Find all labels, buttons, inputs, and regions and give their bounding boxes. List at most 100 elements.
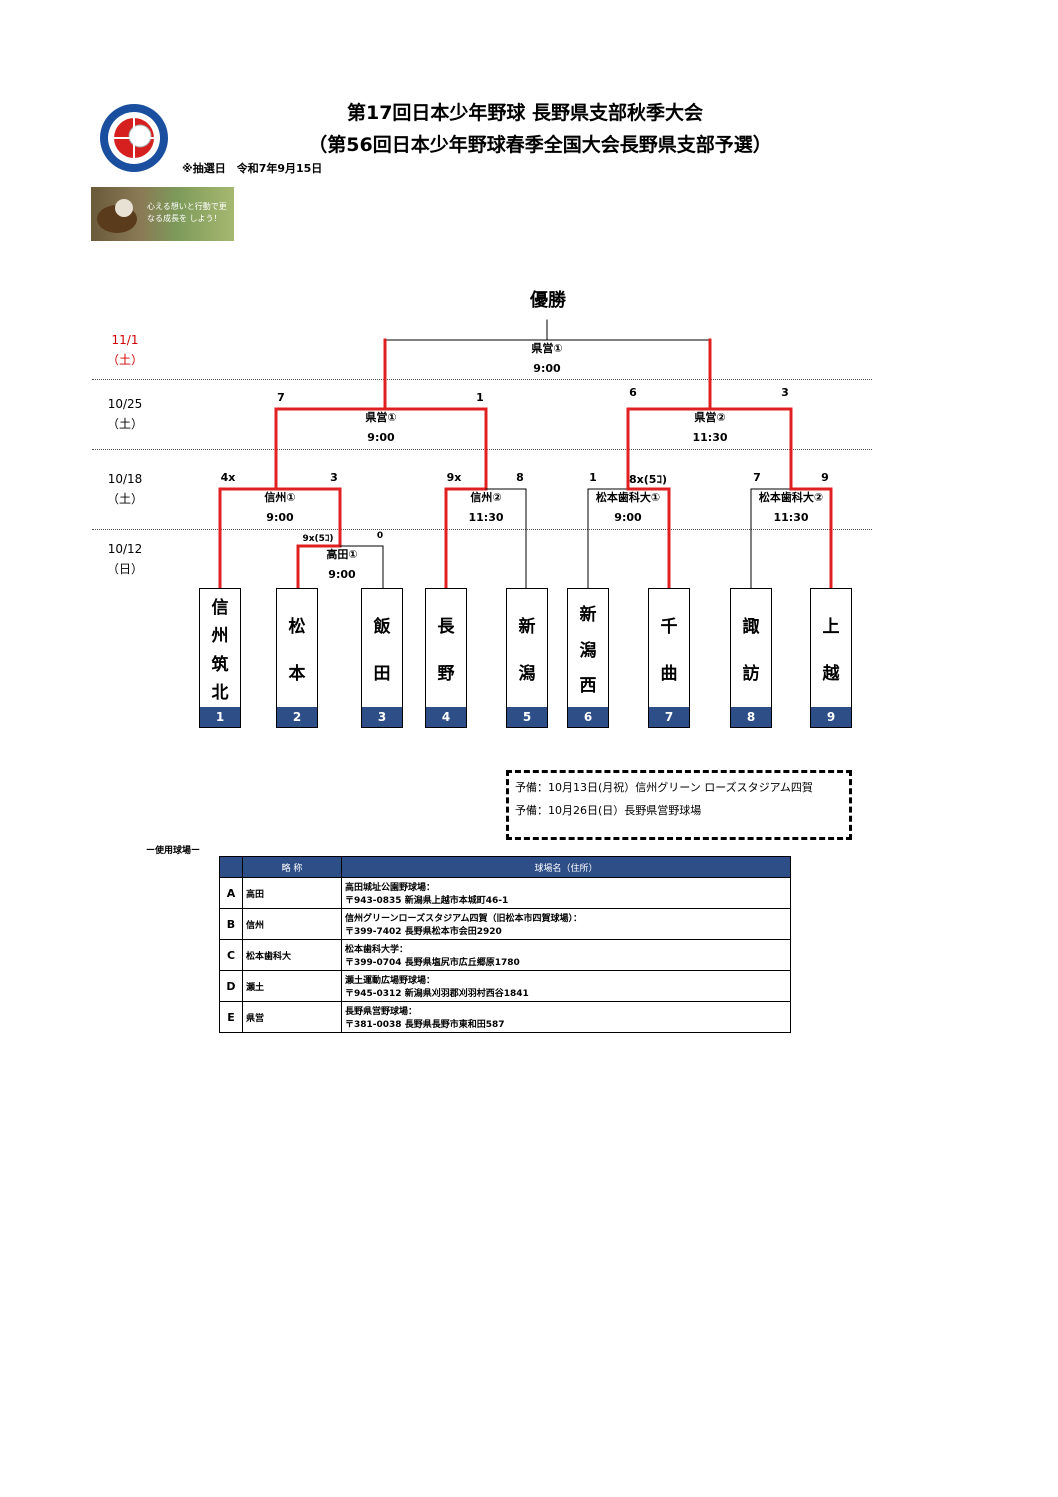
team-box: 長 野 4 [425, 588, 467, 728]
venue-text: 県営① [531, 342, 563, 355]
team-number: 7 [649, 707, 689, 727]
qf1-score-right: 3 [330, 471, 338, 484]
table-row: A 高田 高田城址公園野球場：〒943-0835 新潟県上越市本城町46-1 [219, 877, 791, 909]
round-divider [92, 379, 872, 380]
team-char: 千 [660, 616, 678, 637]
date-text: 11/1 [111, 333, 139, 347]
venue-header: 球場名（住所） [341, 856, 791, 878]
team-char: 潟 [518, 664, 536, 685]
time-text: 11:30 [468, 511, 504, 524]
team-char: 新 [518, 616, 536, 637]
qf4-score-left: 7 [753, 471, 761, 484]
team-char: 田 [373, 664, 391, 685]
banner-text: 心える想いと行動で更なる成長を しよう！ [147, 202, 227, 223]
team-char: 野 [437, 664, 455, 685]
time-text: 9:00 [533, 362, 561, 375]
sf1-game-label: 県営① 9:00 [365, 408, 396, 448]
venue-abbr: 瀬土 [242, 970, 342, 1002]
team-char: 諏 [742, 616, 760, 637]
r1-score-right: 0 [376, 531, 384, 541]
qf1-game-label: 信州① 9:00 [264, 488, 295, 528]
qf2-score-left: 9x [446, 471, 462, 484]
time-text: 9:00 [328, 568, 356, 581]
sf1-score-right: 1 [476, 391, 484, 404]
team-char: 州 [211, 626, 229, 647]
team-box: 上 越 9 [810, 588, 852, 728]
team-box: 新 潟 5 [506, 588, 548, 728]
venue-text: 信州② [470, 491, 502, 504]
venue-code: A [219, 877, 243, 909]
team-number: 4 [426, 707, 466, 727]
date-text: 10/12 [107, 542, 143, 556]
table-row: E 県営 長野県営野球場：〒381-0038 長野県長野市東和田587 [219, 1001, 791, 1033]
team-box: 諏 訪 8 [730, 588, 772, 728]
round-divider [92, 449, 872, 450]
venue-abbr: 松本歯科大 [242, 939, 342, 971]
team-box: 千 曲 7 [648, 588, 690, 728]
team-name: 長 野 [426, 589, 466, 707]
table-row: B 信州 信州グリーンローズスタジアム四賀（旧松本市四賀球場）：〒399-740… [219, 908, 791, 940]
team-name: 千 曲 [649, 589, 689, 707]
time-text: 11:30 [692, 431, 728, 444]
date-first-round: 10/12 （日） [100, 539, 150, 579]
round-divider [92, 529, 872, 530]
bracket-lines [218, 319, 833, 591]
venue-code: C [219, 939, 243, 971]
time-text: 9:00 [367, 431, 395, 444]
team-name: 新 潟 西 [568, 589, 608, 707]
qf3-score-left: 1 [589, 471, 597, 484]
sf2-score-left: 6 [629, 386, 637, 399]
date-text: 10/25 [107, 397, 143, 411]
team-number: 6 [568, 707, 608, 727]
team-number: 8 [731, 707, 771, 727]
venue-address: 〒399-0704 長野県塩尻市広丘郷原1780 [345, 958, 520, 968]
venue-text: 松本歯科大① [595, 491, 661, 504]
venue-address: 〒945-0312 新潟県刈羽郡刈羽村西谷1841 [345, 989, 529, 999]
team-char: 本 [288, 664, 306, 685]
r1-game-label: 高田① 9:00 [326, 545, 357, 585]
team-char: 潟 [579, 640, 597, 661]
venues-caption: ー使用球場ー [146, 846, 201, 856]
time-text: 9:00 [266, 511, 294, 524]
venue-info: 瀬土運動広場野球場： 〒945-0312 新潟県刈羽郡刈羽村西谷1841 [341, 970, 791, 1002]
page-title: 第17回日本少年野球 長野県支部秋季大会 [346, 102, 704, 124]
page-subtitle: （第56回日本少年野球春季全国大会長野県支部予選） [308, 134, 772, 156]
venue-name: 松本歯科大学： [345, 945, 409, 955]
qf2-game-label: 信州② 11:30 [468, 488, 503, 528]
team-char: 訪 [742, 664, 760, 685]
venue-info: 松本歯科大学： 〒399-0704 長野県塩尻市広丘郷原1780 [341, 939, 791, 971]
qf3-score-right: 8x(5ｺ) [629, 473, 667, 486]
venue-name: 高田城址公園野球場： [345, 883, 436, 893]
reserve-note-line: 予備：10月13日(月祝）信州グリーン ローズスタジアム四賀 [515, 781, 813, 794]
day-text: （土） [106, 417, 143, 431]
team-name: 諏 訪 [731, 589, 771, 707]
venue-abbr: 県営 [242, 1001, 342, 1033]
date-final: 11/1 （土） [100, 330, 150, 370]
venue-name: 信州グリーンローズスタジアム四賀（旧松本市四賀球場）： [345, 914, 582, 924]
code-header [219, 856, 243, 878]
venue-address: 〒381-0038 長野県長野市東和田587 [345, 1020, 505, 1030]
venue-text: 松本歯科大② [758, 491, 824, 504]
qf4-score-right: 9 [821, 471, 829, 484]
team-box: 新 潟 西 6 [567, 588, 609, 728]
table-row: C 松本歯科大 松本歯科大学： 〒399-0704 長野県塩尻市広丘郷原1780 [219, 939, 791, 971]
team-char: 松 [288, 616, 306, 637]
day-text: （日） [106, 562, 143, 576]
venue-address: 〒943-0835 新潟県上越市本城町46-1 [345, 896, 509, 906]
venue-name: 瀬土運動広場野球場： [345, 976, 436, 986]
champion-label: 優勝 [530, 290, 566, 311]
team-number: 3 [362, 707, 402, 727]
team-number: 5 [507, 707, 547, 727]
venue-name: 長野県営野球場： [345, 1007, 418, 1017]
qf2-score-right: 8 [516, 471, 524, 484]
team-char: 北 [211, 683, 229, 704]
time-text: 11:30 [773, 511, 809, 524]
draw-date: ※抽選日 令和7年9月15日 [182, 162, 323, 175]
venue-abbr: 信州 [242, 908, 342, 940]
team-char: 飯 [373, 616, 391, 637]
team-number: 1 [200, 707, 240, 727]
table-row: D 瀬土 瀬土運動広場野球場：〒945-0312 新潟県刈羽郡刈羽村西谷1841 [219, 970, 791, 1002]
venue-text: 信州① [264, 491, 296, 504]
team-name: 新 潟 [507, 589, 547, 707]
abbr-header: 略 称 [242, 856, 342, 878]
